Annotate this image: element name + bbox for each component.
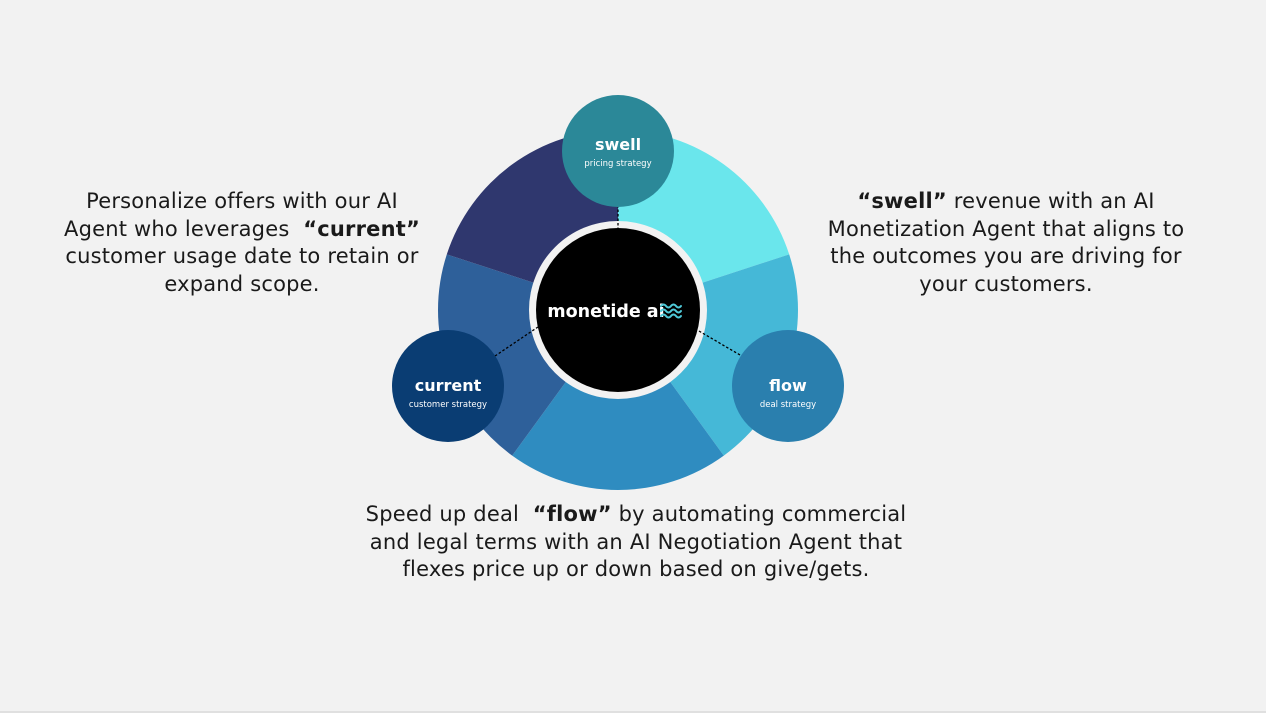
- segment-blue: [512, 380, 724, 490]
- callout-swell-line-1-text: revenue with an AI: [946, 189, 1155, 213]
- hub-circle: [536, 228, 700, 392]
- node-flow-subtitle: deal strategy: [760, 400, 816, 410]
- node-current-subtitle: customer strategy: [409, 400, 487, 410]
- callout-flow-line-1: Speed up deal “flow” by automating comme…: [336, 501, 936, 529]
- callout-swell: “swell” revenue with an AI Monetization …: [806, 188, 1206, 298]
- callout-flow-line-2: and legal terms with an AI Negotiation A…: [369, 529, 903, 554]
- node-swell-subtitle: pricing strategy: [584, 159, 651, 169]
- callout-current-line-1: Personalize offers with our AI: [86, 189, 398, 213]
- brand-name: monetide ai: [547, 302, 664, 322]
- bottom-divider: [0, 711, 1266, 713]
- wave-icon: [660, 303, 682, 319]
- node-swell: swell pricing strategy: [562, 95, 674, 207]
- callout-flow-line-1-pre: Speed up deal: [365, 502, 533, 526]
- node-current: current customer strategy: [392, 330, 504, 442]
- node-flow-title: flow: [769, 376, 807, 395]
- callout-current-line-3: customer usage date to retain or: [65, 244, 419, 268]
- callout-flow-line-3: flexes price up or down based on give/ge…: [402, 557, 870, 581]
- node-swell-title: swell: [595, 135, 641, 154]
- connector-flow: [698, 330, 741, 356]
- callout-swell-line-3: the outcomes you are driving for: [830, 244, 1182, 268]
- callout-flow-keyword: “flow”: [532, 502, 612, 526]
- callout-swell-line-4: your customers.: [919, 271, 1093, 296]
- callout-flow: Speed up deal “flow” by automating comme…: [336, 501, 936, 584]
- callout-current-line-2: Agent who leverages “current”: [42, 216, 442, 244]
- callout-swell-line-2: Monetization Agent that aligns to: [827, 216, 1185, 241]
- callout-current-line-4: expand scope.: [164, 271, 320, 296]
- callout-swell-line-1: “swell” revenue with an AI: [806, 188, 1206, 216]
- node-flow: flow deal strategy: [732, 330, 844, 442]
- callout-current: Personalize offers with our AI Agent who…: [42, 188, 442, 298]
- callout-current-line-2-text: Agent who leverages: [64, 216, 304, 241]
- callout-flow-line-1-post: by automating commercial: [611, 502, 907, 526]
- connectors: [494, 205, 741, 357]
- callout-current-keyword: “current”: [303, 216, 420, 241]
- node-current-title: current: [415, 376, 482, 395]
- callout-swell-keyword: “swell”: [857, 189, 947, 213]
